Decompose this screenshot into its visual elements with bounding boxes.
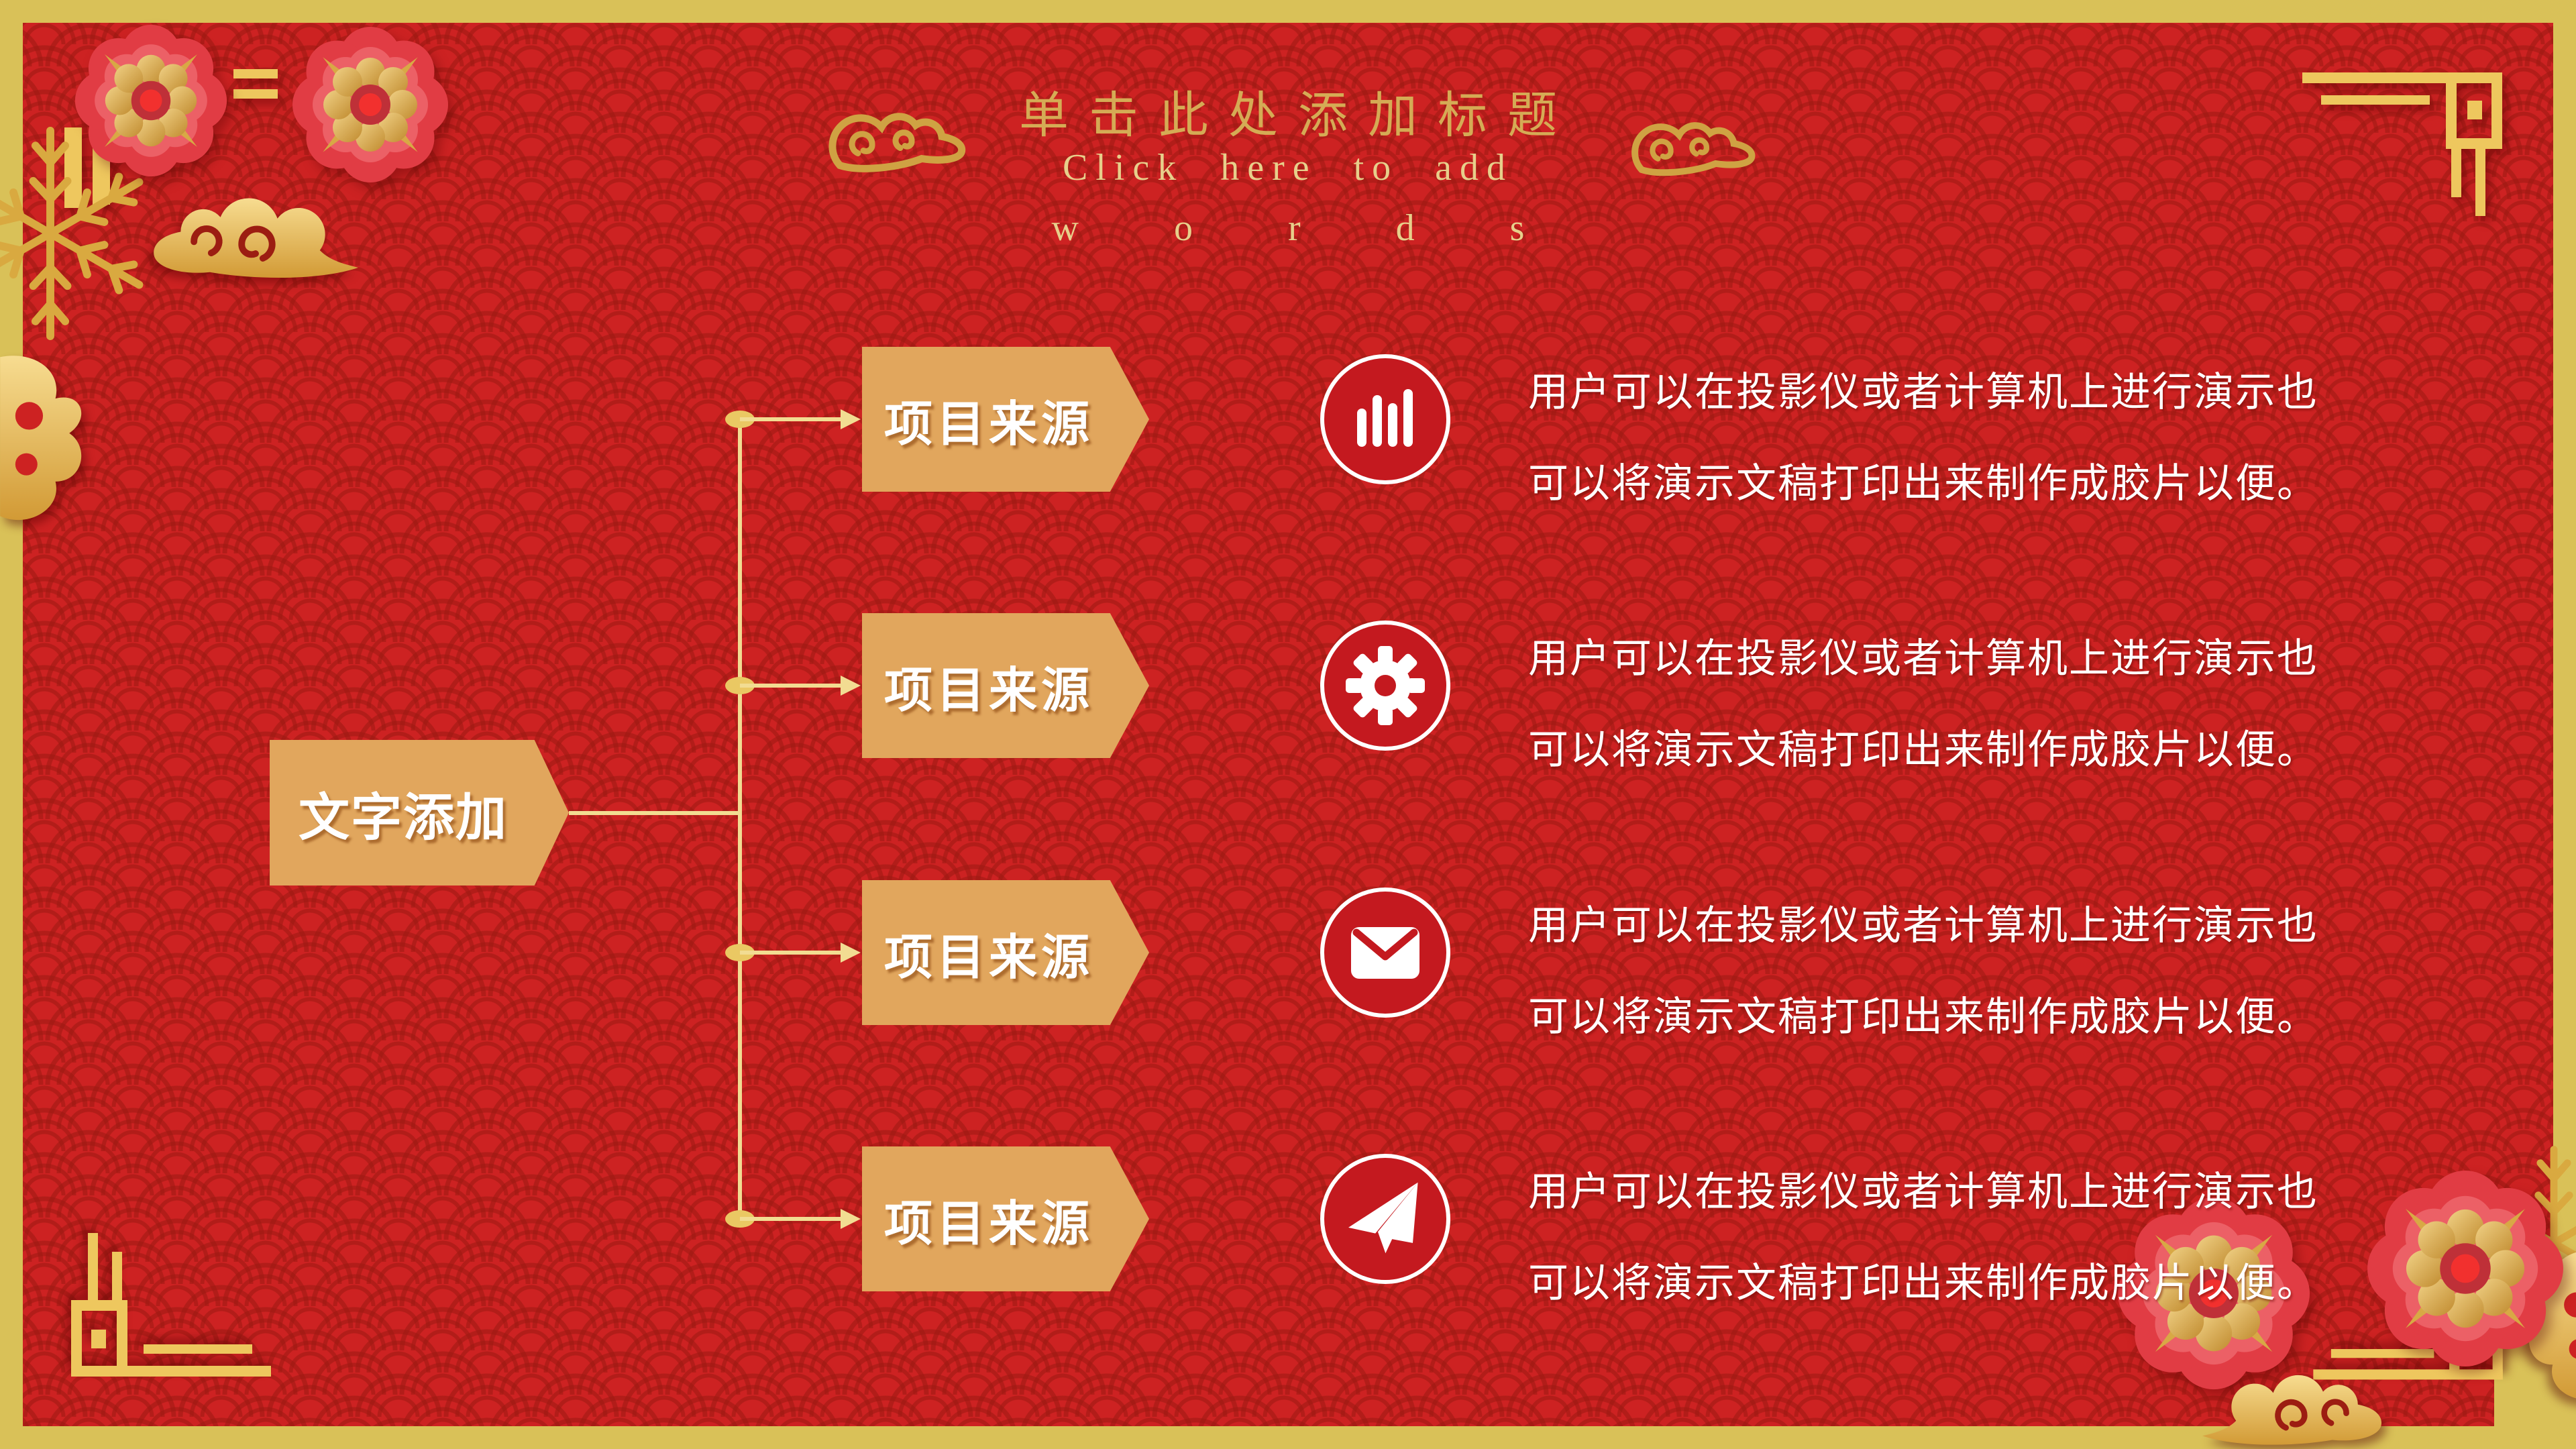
branch-desc-line2: 可以将演示文稿打印出来制作成胶片以便。	[1528, 728, 2318, 772]
branch-desc-line1: 用户可以在投影仪或者计算机上进行演示也	[1528, 370, 2318, 415]
connector-arrow-line	[740, 951, 842, 955]
branch-box-label: 项目来源	[883, 930, 1093, 985]
connector-arrowhead-icon	[841, 943, 861, 963]
branch-desc-line2: 可以将演示文稿打印出来制作成胶片以便。	[1528, 462, 2318, 506]
branch-box[interactable]: 项目来源	[862, 613, 1149, 758]
branch-box[interactable]: 项目来源	[862, 347, 1149, 492]
branch-desc-line1: 用户可以在投影仪或者计算机上进行演示也	[1528, 637, 2318, 681]
slide-title[interactable]: 单击此处添加标题	[1019, 89, 1577, 144]
connector-arrowhead-icon	[841, 1209, 861, 1229]
connector-arrow-line	[740, 1217, 842, 1221]
connector-arrow-line	[740, 417, 842, 421]
branch-box[interactable]: 项目来源	[862, 1146, 1149, 1291]
root-node-label: 文字添加	[299, 790, 508, 847]
branch-box[interactable]: 项目来源	[862, 880, 1149, 1025]
branch-box-label: 项目来源	[883, 397, 1093, 451]
gold-cloud-decoration	[2165, 1360, 2420, 1449]
branch-icon-circle[interactable]	[1320, 888, 1450, 1018]
branch-description[interactable]: 用户可以在投影仪或者计算机上进行演示也 可以将演示文稿打印出来制作成胶片以便。	[1528, 880, 2414, 1063]
branch-desc-line2: 可以将演示文稿打印出来制作成胶片以便。	[1528, 995, 2318, 1039]
branch-description[interactable]: 用户可以在投影仪或者计算机上进行演示也 可以将演示文稿打印出来制作成胶片以便。	[1528, 613, 2414, 796]
corner-ornament-bars-top-left	[64, 69, 278, 208]
connector-root-line	[569, 811, 741, 815]
branch-row-2: 项目来源	[0, 613, 2576, 772]
branch-icon-circle[interactable]	[1320, 354, 1450, 484]
slide-subtitle-line1[interactable]: Click here to add	[1062, 147, 1514, 189]
branch-desc-line1: 用户可以在投影仪或者计算机上进行演示也	[1528, 1170, 2318, 1214]
branch-icon-circle[interactable]	[1320, 621, 1450, 751]
branch-box-label: 项目来源	[883, 1197, 1093, 1251]
branch-box-label: 项目来源	[883, 663, 1093, 718]
connector-arrowhead-icon	[841, 676, 861, 696]
branch-description[interactable]: 用户可以在投影仪或者计算机上进行演示也 可以将演示文稿打印出来制作成胶片以便。	[1528, 1146, 2414, 1329]
branch-icon-circle[interactable]	[1320, 1154, 1450, 1284]
gear-icon	[1320, 621, 1450, 751]
branch-row-1: 项目来源	[0, 347, 2576, 506]
branch-row-3: 项目来源	[0, 880, 2576, 1039]
connector-vertical-line	[738, 417, 742, 1221]
envelope-icon	[1320, 888, 1450, 1018]
slide-subtitle-line2[interactable]: words	[1051, 207, 1620, 249]
bar-chart-icon	[1320, 354, 1450, 484]
paper-plane-icon	[1320, 1154, 1450, 1284]
branch-row-4: 项目来源	[0, 1146, 2576, 1305]
branch-desc-line2: 可以将演示文稿打印出来制作成胶片以便。	[1528, 1261, 2318, 1305]
root-node-box[interactable]: 文字添加	[270, 740, 569, 885]
connector-arrowhead-icon	[841, 409, 861, 429]
branch-description[interactable]: 用户可以在投影仪或者计算机上进行演示也 可以将演示文稿打印出来制作成胶片以便。	[1528, 347, 2414, 529]
connector-arrow-line	[740, 684, 842, 688]
branch-desc-line1: 用户可以在投影仪或者计算机上进行演示也	[1528, 904, 2318, 948]
